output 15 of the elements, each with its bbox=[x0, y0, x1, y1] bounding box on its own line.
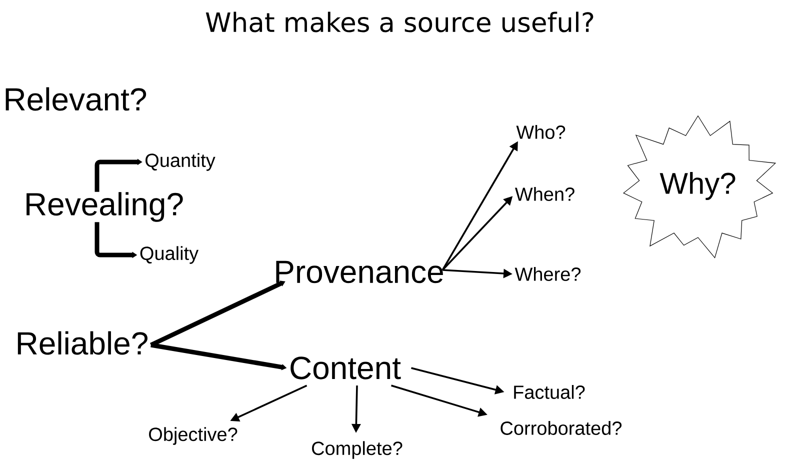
node-text: Corroborated? bbox=[500, 421, 622, 435]
heading-text: Relevant? bbox=[6, 87, 146, 111]
node-text: Provenance bbox=[276, 260, 443, 284]
node-text: Quality bbox=[140, 246, 199, 264]
node-text: When? bbox=[514, 187, 574, 201]
title: What makes a source useful? bbox=[206, 12, 594, 32]
node-text: Revealing? bbox=[26, 192, 183, 222]
node-text: Where? bbox=[514, 267, 581, 281]
node-text: Reliable? bbox=[18, 331, 148, 355]
node-text: Complete? bbox=[312, 441, 402, 459]
node-text: Factual? bbox=[514, 385, 585, 399]
node-text: Objective? bbox=[149, 427, 238, 445]
node-text: Who? bbox=[516, 125, 566, 139]
node-text: Content bbox=[290, 356, 401, 380]
node-text: Quantity bbox=[146, 153, 216, 171]
